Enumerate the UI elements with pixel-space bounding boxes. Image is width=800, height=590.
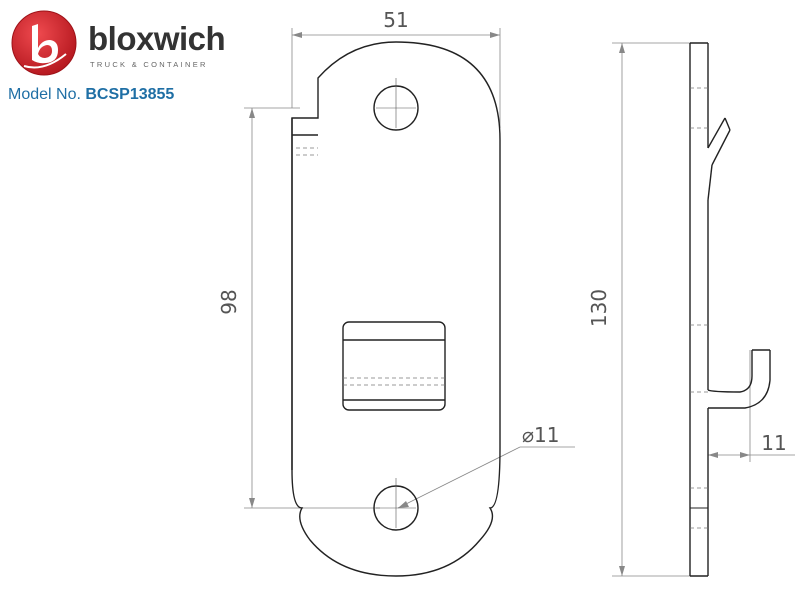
brand-tagline: TRUCK & CONTAINER bbox=[90, 60, 208, 69]
keeper-window bbox=[342, 321, 446, 411]
dim-label-hole-diameter: ⌀11 bbox=[522, 423, 560, 447]
model-code: BCSP13855 bbox=[85, 86, 175, 103]
brand-logo: bloxwich TRUCK & CONTAINER bbox=[8, 8, 228, 78]
centre-marks bbox=[376, 78, 416, 528]
brand-name: bloxwich bbox=[88, 20, 226, 57]
dim-label-hole-spacing: 98 bbox=[217, 289, 241, 314]
side-view bbox=[689, 42, 771, 577]
dim-label-overall-height: 130 bbox=[587, 289, 611, 327]
hook-outer bbox=[708, 350, 771, 409]
side-tab-top bbox=[707, 117, 726, 149]
brand-emblem bbox=[11, 10, 77, 76]
hook-inner bbox=[707, 350, 753, 393]
model-label: Model No. bbox=[8, 86, 81, 103]
hidden-lines-front bbox=[296, 147, 445, 386]
dim-label-width: 51 bbox=[383, 8, 408, 32]
model-number: Model No. BCSP13855 bbox=[8, 86, 174, 104]
dim-label-hook-depth: 11 bbox=[761, 431, 786, 455]
plate-outline bbox=[291, 41, 501, 577]
hidden-lines-side bbox=[690, 87, 708, 529]
